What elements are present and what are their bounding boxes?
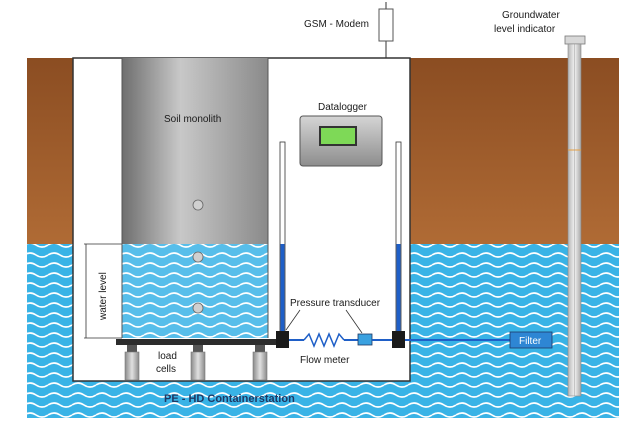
soil-monolith-label: Soil monolith — [164, 114, 221, 125]
load-cell-3 — [252, 345, 268, 381]
base-plate — [116, 339, 286, 345]
pressure-pointer-right — [345, 309, 363, 334]
standpipe-left-water — [280, 244, 285, 332]
indicator-cap — [564, 35, 586, 45]
filter-element — [509, 331, 553, 349]
flow-meter-coil — [303, 332, 345, 348]
sensor-1 — [192, 199, 204, 211]
datalogger-label: Datalogger — [318, 102, 368, 113]
flow-meter-label: Flow meter — [300, 355, 350, 366]
groundwater-indicator-label-1: Groundwater — [502, 10, 560, 21]
gsm-modem-label: GSM - Modem — [304, 19, 369, 30]
load-cell-1 — [124, 345, 140, 381]
pressure-transducer-right — [392, 331, 405, 348]
load-cells-label-2: cells — [156, 364, 176, 375]
flow-sensor — [357, 333, 373, 346]
filter-label: Filter — [519, 336, 542, 347]
load-cell-2 — [190, 345, 206, 381]
pressure-transducer-label: Pressure transducer — [290, 298, 381, 309]
sensor-2 — [192, 251, 204, 263]
groundwater-indicator-label-2: level indicator — [494, 24, 556, 35]
container-station-label: PE - HD Containerstation — [164, 393, 295, 405]
standpipe-right-water — [396, 244, 401, 332]
soil-monolith — [122, 58, 268, 244]
water-level-label: water level — [98, 272, 109, 321]
gsm-modem-device — [378, 8, 394, 42]
pressure-transducer-left — [276, 331, 289, 348]
sensor-3 — [192, 302, 204, 314]
pressure-pointer-left — [285, 309, 301, 331]
load-cells-label-1: load — [158, 351, 177, 362]
datalogger-screen — [319, 126, 357, 146]
